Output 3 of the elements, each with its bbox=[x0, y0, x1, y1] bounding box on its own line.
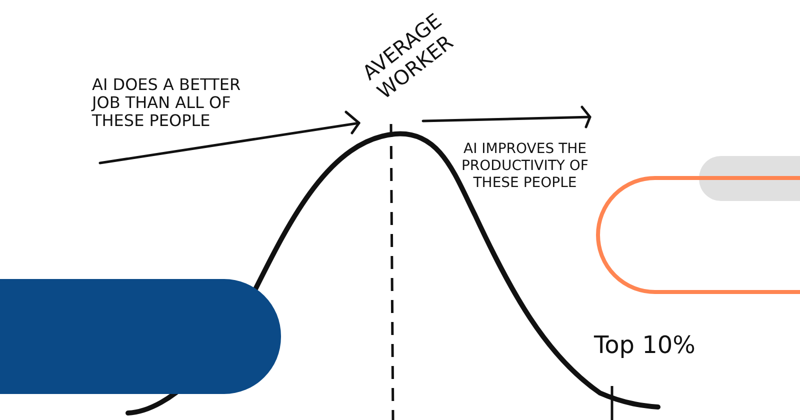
annotation-text: AI IMPROVES THE PRODUCTIVITY OF THESE PEOPLE bbox=[460, 141, 590, 192]
annotation-text: AI DOES A BETTER JOB THAN ALL OF THESE PEOPLE bbox=[92, 76, 242, 130]
percentile-label: Top 10% bbox=[594, 330, 696, 360]
